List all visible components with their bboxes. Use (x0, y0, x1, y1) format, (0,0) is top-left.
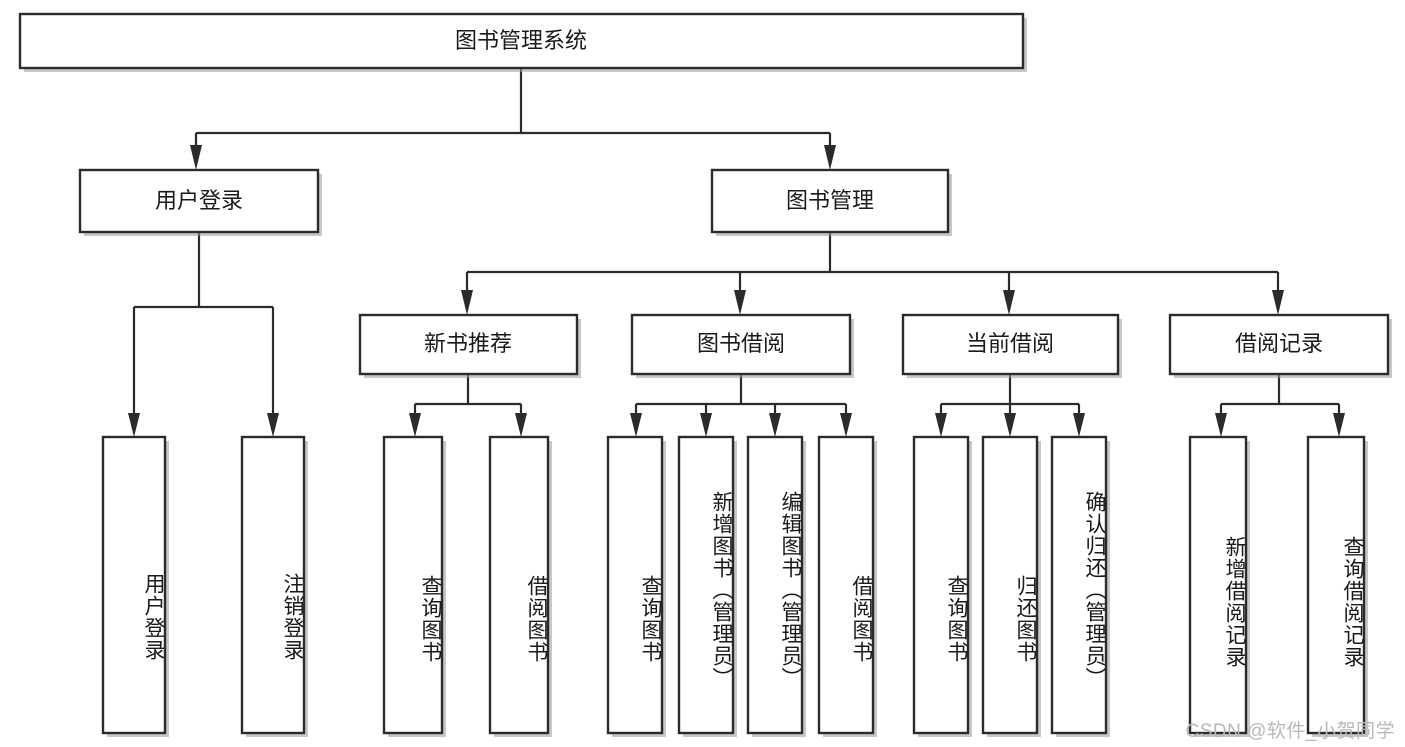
leaf-edit-book-box[interactable] (746, 435, 804, 735)
arrowhead-leaf-add-record (1215, 413, 1227, 437)
arrowhead-leaf-query-book-2 (630, 413, 642, 437)
node-book-management-box[interactable] (710, 168, 950, 234)
leaf-borrow-book-1-box[interactable] (488, 435, 550, 735)
node-root-label: 图书管理系统 (455, 28, 587, 53)
leaf-box-layer (101, 435, 1368, 737)
arrowhead-leaf-query-book-3 (935, 413, 947, 437)
node-new-book-recommend-label: 新书推荐 (424, 331, 512, 356)
node-borrow-record-label: 借阅记录 (1235, 331, 1323, 356)
leaf-query-book-1-box[interactable] (382, 435, 444, 735)
node-current-borrow-box[interactable] (901, 313, 1120, 376)
arrowhead-book-borrow (734, 290, 746, 315)
arrowhead-current-borrow (1003, 290, 1015, 315)
leaf-add-record-box[interactable] (1188, 435, 1248, 735)
arrowhead-leaf-borrow-book-2 (840, 413, 852, 437)
node-current-borrow[interactable]: 当前借阅 (901, 313, 1122, 378)
node-user-login[interactable]: 用户登录 (78, 168, 322, 236)
leaf-query-book-2-box[interactable] (606, 435, 664, 735)
node-book-management-label: 图书管理 (786, 188, 874, 213)
leaf-query-book-3-box[interactable] (912, 435, 970, 735)
node-book-management[interactable]: 图书管理 (710, 168, 952, 236)
node-root[interactable]: 图书管理系统 (18, 12, 1027, 72)
leaf-return-book-box[interactable] (981, 435, 1039, 735)
node-new-book-recommend-box[interactable] (358, 313, 579, 376)
node-new-book-recommend[interactable]: 新书推荐 (358, 313, 581, 378)
arrowhead-leaf-borrow-book-1 (515, 413, 527, 437)
arrowhead-leaf-user-login (128, 413, 140, 437)
node-layer: 图书管理系统 用户登录 图书管理 新书推荐 (18, 12, 1392, 737)
arrowhead-leaf-query-record (1333, 413, 1345, 437)
node-user-login-box[interactable] (78, 168, 320, 234)
node-root-box[interactable] (18, 12, 1025, 70)
arrowhead-borrow-record (1272, 290, 1284, 315)
arrowhead-leaf-confirm-return (1073, 413, 1085, 437)
leaf-borrow-book-2-box[interactable] (817, 435, 875, 735)
arrowhead-leaf-edit-book (769, 413, 781, 437)
arrowhead-leaf-query-book-1 (409, 413, 421, 437)
leaf-user-login-box[interactable] (101, 435, 167, 735)
arrowhead-leaf-return-book (1004, 413, 1016, 437)
arrowhead-leaf-add-book (700, 413, 712, 437)
arrowhead-book-management (824, 145, 836, 170)
node-book-borrow-box[interactable] (630, 313, 852, 376)
node-user-login-label: 用户登录 (155, 188, 243, 213)
node-borrow-record-box[interactable] (1168, 313, 1390, 376)
node-current-borrow-label: 当前借阅 (966, 331, 1054, 356)
leaf-logout-login-box[interactable] (240, 435, 306, 735)
leaf-query-record-box[interactable] (1306, 435, 1366, 735)
watermark-text: CSDN @软件_小贺同学 (1185, 721, 1395, 742)
arrowhead-user-login (190, 145, 202, 170)
leaf-add-book-box[interactable] (677, 435, 735, 735)
leaf-confirm-return-box[interactable] (1050, 435, 1108, 735)
node-book-borrow-label: 图书借阅 (697, 331, 785, 356)
arrowhead-layer (128, 145, 1345, 437)
node-book-borrow[interactable]: 图书借阅 (630, 313, 854, 378)
node-borrow-record[interactable]: 借阅记录 (1168, 313, 1392, 378)
arrowhead-leaf-logout-login (267, 413, 279, 437)
arrowhead-new-book-recommend (461, 290, 473, 315)
